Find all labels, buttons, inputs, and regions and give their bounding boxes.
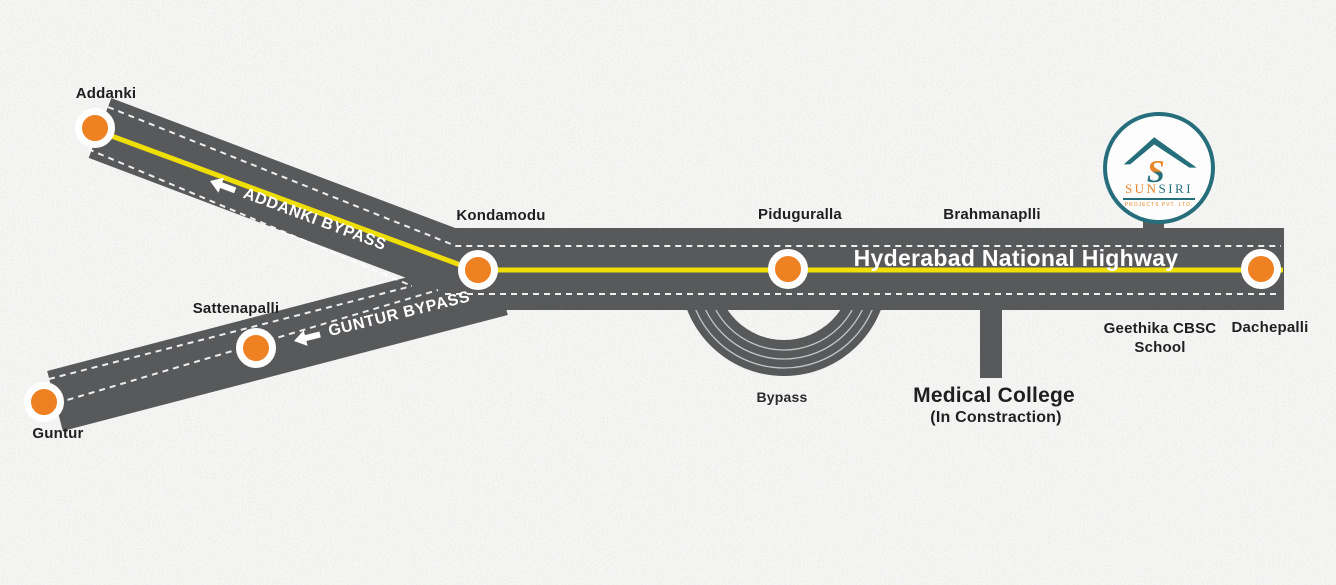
label-geethika-school-line1: Geethika CBSC	[1103, 320, 1217, 337]
guntur-bypass-road	[47, 255, 508, 431]
marker-guntur	[24, 382, 64, 422]
label-addanki: Addanki	[75, 85, 137, 102]
sunsiri-logo: S SUNSIRI PROJECTS PVT. LTD.	[1103, 112, 1215, 224]
marker-sattenapalli	[236, 328, 276, 368]
label-bypass-loop: Bypass	[756, 389, 808, 405]
sunsiri-wordmark-sun: SUN	[1124, 180, 1159, 196]
left-arrow-icon	[210, 177, 237, 194]
marker-piduguralla	[768, 249, 808, 289]
highway-name-label: Hyderabad National Highway	[853, 245, 1179, 271]
label-geethika-school: Geethika CBSC School	[1104, 319, 1217, 357]
sunsiri-wordmark: SUNSIRI	[1122, 180, 1196, 200]
addanki-bypass-label-group: ADDANKI BYPASS	[207, 173, 389, 255]
label-kondamodu: Kondamodu	[456, 207, 546, 224]
label-piduguralla: Piduguralla	[758, 206, 842, 223]
label-medical-college: Medical College	[913, 384, 1075, 407]
left-arrow-icon	[294, 330, 321, 346]
medical-college-access-road	[980, 310, 1002, 378]
label-sattenapalli: Sattenapalli	[192, 300, 280, 317]
label-dachepalli: Dachepalli	[1231, 319, 1309, 336]
label-medical-college-status: (In Constraction)	[930, 409, 1062, 426]
marker-addanki	[75, 108, 115, 148]
bypass-loop-road	[687, 310, 881, 376]
label-guntur: Guntur	[32, 425, 84, 442]
svg-text:S: S	[1147, 153, 1165, 187]
mountain-s-icon: S	[1123, 136, 1197, 187]
marker-dachepalli	[1241, 249, 1281, 289]
sunsiri-tagline: PROJECTS PVT. LTD.	[1124, 201, 1194, 208]
sunsiri-wordmark-siri: SIRI	[1158, 180, 1194, 196]
label-geethika-school-line2: School	[1134, 339, 1186, 356]
label-brahmanaplli: Brahmanaplli	[943, 206, 1041, 223]
marker-kondamodu	[458, 250, 498, 290]
guntur-bypass-label-group: GUNTUR BYPASS	[292, 288, 472, 349]
